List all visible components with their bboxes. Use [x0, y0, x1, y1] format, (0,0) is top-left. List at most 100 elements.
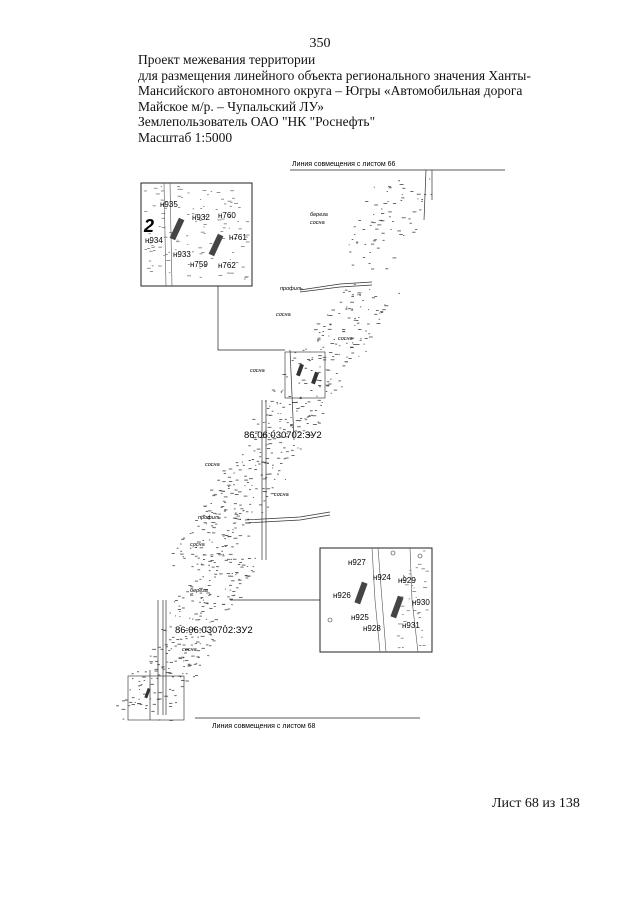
stipple-mark [348, 244, 350, 246]
stipple-mark [208, 594, 211, 596]
stipple-mark [251, 570, 253, 571]
stipple-mark [418, 617, 422, 618]
stipple-mark [335, 343, 338, 345]
stipple-mark [421, 568, 425, 570]
point-label: н925 [351, 613, 369, 622]
stipple-mark [198, 664, 202, 666]
stipple-mark [177, 188, 182, 190]
stipple-mark [212, 495, 216, 497]
stipple-mark [288, 396, 291, 397]
stipple-mark [202, 190, 207, 191]
stipple-mark [232, 532, 234, 533]
stipple-mark [408, 218, 411, 220]
stipple-mark [358, 317, 360, 318]
stipple-mark [179, 611, 181, 612]
point-label: н930 [412, 598, 430, 607]
stipple-mark [398, 180, 400, 182]
stipple-mark [399, 234, 403, 235]
stipple-mark [405, 584, 409, 586]
stipple-mark [177, 195, 182, 197]
stipple-mark [174, 600, 178, 601]
stipple-mark [161, 204, 165, 205]
stipple-mark [417, 563, 422, 565]
stipple-mark [227, 200, 232, 202]
stipple-mark [360, 306, 362, 308]
stipple-mark [203, 206, 205, 207]
stipple-mark [266, 462, 268, 464]
stipple-mark [229, 205, 232, 207]
stipple-mark [362, 300, 364, 301]
stipple-mark [244, 277, 248, 278]
stipple-mark [270, 435, 274, 437]
stipple-mark [417, 198, 419, 200]
stipple-mark [213, 562, 216, 563]
stipple-mark [255, 488, 258, 490]
stipple-mark [233, 508, 236, 510]
stipple-mark [214, 619, 218, 621]
stipple-mark [298, 407, 300, 409]
stipple-mark [199, 267, 201, 269]
stipple-mark [151, 710, 155, 712]
stipple-mark [279, 442, 283, 444]
stipple-mark [262, 488, 265, 490]
stipple-mark [375, 228, 379, 230]
stipple-mark [255, 431, 259, 433]
stipple-mark [153, 187, 158, 189]
stipple-mark [174, 695, 177, 697]
stipple-mark [233, 522, 236, 524]
stipple-mark [329, 324, 332, 326]
stipple-mark [208, 564, 210, 566]
stipple-mark [236, 587, 239, 589]
stipple-mark [199, 547, 204, 549]
inset-top-point-labels: н935 н932 н760 н934 н761 н933 н759 н762 [145, 200, 247, 270]
stipple-mark [210, 525, 214, 527]
stipple-mark [143, 680, 145, 681]
stipple-mark [189, 629, 194, 631]
stipple-mark [203, 226, 205, 228]
stipple-mark [238, 469, 242, 471]
stipple-mark [165, 254, 168, 255]
stipple-mark [196, 650, 201, 652]
stipple-mark [216, 566, 220, 568]
stipple-mark [348, 308, 352, 310]
stipple-mark [198, 587, 203, 589]
stipple-mark [228, 481, 233, 482]
stipple-mark [211, 566, 215, 568]
stipple-mark [423, 581, 427, 583]
stipple-mark [153, 245, 155, 247]
stipple-mark [416, 193, 421, 195]
stipple-mark [129, 701, 133, 703]
stipple-mark [316, 339, 321, 341]
stipple-mark [339, 345, 341, 347]
stipple-mark [400, 596, 404, 598]
stipple-mark [222, 481, 226, 483]
stipple-mark [228, 486, 230, 488]
stipple-mark [248, 468, 252, 470]
stipple-mark [413, 610, 417, 611]
inset-bottom-stipple [396, 550, 429, 649]
stipple-mark [131, 704, 135, 705]
stipple-mark [351, 352, 355, 354]
stipple-mark [248, 445, 251, 447]
stipple-mark [198, 218, 201, 220]
stipple-mark [185, 649, 189, 650]
stipple-mark [291, 449, 294, 451]
stipple-mark [210, 554, 214, 556]
stipple-mark [200, 563, 203, 565]
point-label: н934 [145, 236, 163, 245]
stipple-mark [244, 479, 249, 481]
stipple-mark [193, 676, 195, 678]
stipple-mark [355, 320, 359, 321]
stipple-mark [320, 404, 322, 406]
stipple-mark [241, 266, 245, 268]
stipple-mark [169, 612, 171, 614]
stipple-mark [146, 267, 151, 269]
stipple-mark [350, 309, 354, 311]
stipple-mark [398, 292, 401, 294]
stipple-mark [388, 186, 392, 188]
stipple-mark [238, 513, 242, 514]
stipple-mark [381, 208, 383, 210]
stipple-mark [231, 580, 235, 582]
stipple-mark [235, 572, 239, 574]
stipple-mark [265, 458, 270, 459]
